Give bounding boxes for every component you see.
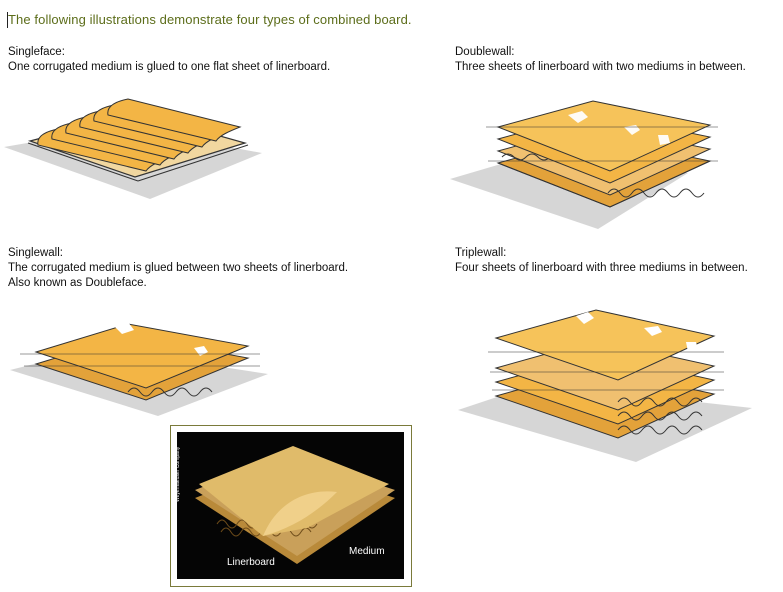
singleface-title: Singleface: [8,46,65,58]
corrugated-board-image [195,446,395,564]
singlewall-desc2: Also known as Doubleface. [8,277,147,289]
singleface-block: Singleface: One corrugated medium is glu… [8,45,330,75]
singleface-desc: One corrugated medium is glued to one fl… [8,61,331,73]
doublewall-illustration [450,100,718,229]
doublewall-desc: Three sheets of linerboard with two medi… [455,61,746,73]
doublewall-block: Doublewall: Three sheets of linerboard w… [455,45,746,75]
doublewall-title: Doublewall: [455,46,515,58]
singlewall-illustration [10,322,268,416]
text-cursor [7,12,8,28]
intro-text: The following illustrations demonstrate … [8,12,412,27]
label-linerboard: Linerboard [227,557,275,568]
triplewall-title: Triplewall: [455,247,507,259]
triplewall-illustration [458,309,752,462]
triplewall-block: Triplewall: Four sheets of linerboard wi… [455,246,748,276]
corrugated-photo: Linerboard Medium Weyerhaeuser Company [175,432,404,579]
photo-credit: Weyerhaeuser Company [175,446,181,502]
triplewall-desc: Four sheets of linerboard with three med… [455,262,748,274]
singlewall-title: Singlewall: [8,247,63,259]
label-medium: Medium [349,546,385,557]
singleface-illustration [4,98,262,199]
corrugated-photo-frame: Linerboard Medium Weyerhaeuser Company [170,425,412,587]
singlewall-desc: The corrugated medium is glued between t… [8,262,349,274]
singlewall-block: Singlewall: The corrugated medium is glu… [8,246,348,291]
